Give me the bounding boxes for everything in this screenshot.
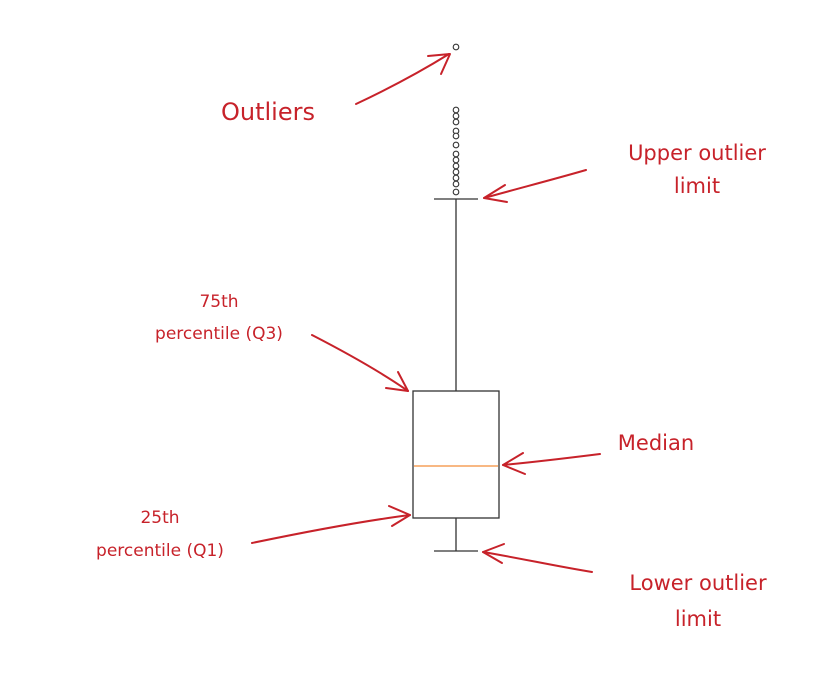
iqr-box	[412, 390, 500, 519]
q1-label: 25th	[140, 508, 179, 528]
upper-limit-arrowhead	[483, 184, 508, 203]
q1-label-line2: percentile (Q1)	[96, 541, 224, 561]
lower-limit-label-line2: limit	[675, 607, 721, 631]
lower-limit-arrowhead	[482, 543, 505, 564]
outlier-point	[452, 132, 460, 140]
q1-arrow	[251, 514, 411, 544]
q1-arrowhead	[388, 505, 411, 527]
q3-label-line2: percentile (Q3)	[155, 324, 283, 344]
median-label: Median	[618, 431, 694, 455]
outlier-point	[452, 162, 460, 170]
outlier-point	[452, 118, 460, 126]
median-arrow	[502, 453, 601, 466]
outlier-point	[452, 112, 460, 120]
outlier-point	[452, 188, 460, 196]
annotation-labels: Outliers Upper outlier limit 75th percen…	[96, 98, 767, 631]
outliers-arrow	[355, 53, 450, 105]
outlier-point	[452, 168, 460, 176]
outlier-point	[452, 180, 460, 188]
outlier-point	[452, 106, 460, 114]
upper-limit-label: Upper outlier	[628, 141, 766, 165]
outlier-point	[452, 43, 460, 51]
outlier-point	[452, 156, 460, 164]
q3-label: 75th	[199, 292, 238, 312]
median-arrowhead	[502, 452, 526, 475]
box-plot	[412, 43, 500, 552]
outlier-point	[452, 174, 460, 182]
q3-arrow	[311, 334, 409, 392]
lower-limit-arrow	[482, 551, 593, 573]
outliers-arrowhead	[427, 53, 451, 75]
upper-limit-arrow	[483, 169, 587, 199]
outlier-point	[452, 150, 460, 158]
q3-arrowhead	[385, 371, 409, 392]
lower-limit-label: Lower outlier	[629, 571, 767, 595]
upper-limit-label-line2: limit	[674, 174, 720, 198]
outliers-label: Outliers	[221, 98, 315, 126]
annotation-arrows	[251, 53, 601, 573]
outlier-points	[452, 43, 460, 196]
outlier-point	[452, 141, 460, 149]
